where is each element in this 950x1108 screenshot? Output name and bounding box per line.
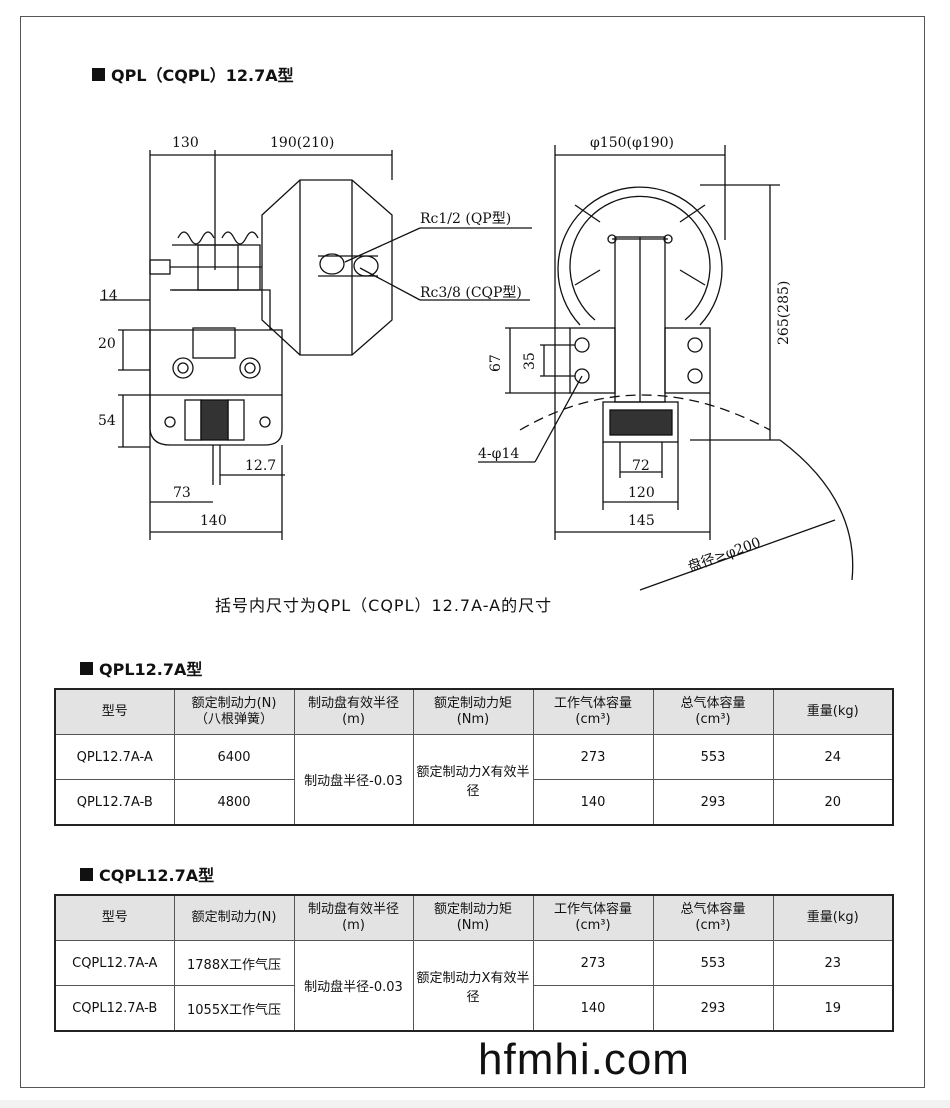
cell-work-gas: 273 xyxy=(532,734,654,780)
square-bullet-icon xyxy=(92,67,105,81)
cell-radius: 制动盘半径-0.03 xyxy=(293,734,414,826)
square-bullet-icon xyxy=(80,661,93,675)
cell-model: CQPL12.7A-A xyxy=(54,940,175,986)
dim-145: 145 xyxy=(628,513,655,529)
header-work-gas: 工作气体容量 (cm³) xyxy=(532,688,654,735)
table-row: CQPL12.7A-A 1788X工作气压 制动盘半径-0.03 额定制动力X有… xyxy=(54,940,894,1032)
cell-model: CQPL12.7A-B xyxy=(54,985,175,1032)
table2-title: CQPL12.7A型 xyxy=(80,862,214,886)
dim-12-7: 12.7 xyxy=(245,458,276,474)
cell-work-gas: 140 xyxy=(532,779,654,826)
drawing-caption: 括号内尺寸为QPL（CQPL）12.7A-A的尺寸 xyxy=(215,596,553,615)
header-radius: 制动盘有效半径 (m) xyxy=(293,688,414,735)
dim-67: 67 xyxy=(488,354,504,372)
table1-title: QPL12.7A型 xyxy=(80,656,202,680)
cell-weight: 24 xyxy=(772,734,894,780)
spec-table-cqpl: 型号 额定制动力(N) 制动盘有效半径 (m) 额定制动力矩 (Nm) 工作气体… xyxy=(54,894,894,1032)
table-header-row: 型号 额定制动力(N) 制动盘有效半径 (m) 额定制动力矩 (Nm) 工作气体… xyxy=(54,894,894,941)
hole-spec: 4-φ14 xyxy=(478,446,519,462)
port-label-rc12: Rc1/2 (QP型) xyxy=(420,211,511,227)
dim-265: 265(285) xyxy=(776,281,792,345)
cell-total-gas: 293 xyxy=(652,985,774,1032)
cell-force: 6400 xyxy=(173,734,295,780)
header-radius: 制动盘有效半径 (m) xyxy=(293,894,414,941)
dim-190: 190(210) xyxy=(270,135,334,151)
square-bullet-icon xyxy=(80,867,93,881)
disc-diameter-label: 盘径≥φ200 xyxy=(686,534,763,576)
dim-20: 20 xyxy=(98,336,116,352)
dim-130: 130 xyxy=(172,135,199,151)
header-total-gas: 总气体容量 (cm³) xyxy=(652,688,774,735)
cell-force: 1055X工作气压 xyxy=(173,985,295,1032)
cell-total-gas: 293 xyxy=(652,779,774,826)
dim-54: 54 xyxy=(98,413,116,429)
cell-total-gas: 553 xyxy=(652,940,774,986)
dim-72: 72 xyxy=(632,458,650,474)
header-model: 型号 xyxy=(54,894,175,941)
dim-35: 35 xyxy=(522,352,538,370)
dim-120: 120 xyxy=(628,485,655,501)
table-row: QPL12.7A-A 6400 制动盘半径-0.03 额定制动力X有效半径 27… xyxy=(54,734,894,826)
header-force: 额定制动力(N) （八根弹簧） xyxy=(173,688,295,735)
header-force: 额定制动力(N) xyxy=(173,894,295,941)
cell-model: QPL12.7A-B xyxy=(54,779,175,826)
bottom-strip xyxy=(0,1100,950,1108)
cell-work-gas: 140 xyxy=(532,985,654,1032)
header-weight: 重量(kg) xyxy=(772,894,894,941)
dim-140: 140 xyxy=(200,513,227,529)
header-torque: 额定制动力矩 (Nm) xyxy=(412,688,534,735)
table-row: CQPL12.7A-B 1055X工作气压 140 293 19 xyxy=(54,985,894,1032)
cell-radius: 制动盘半径-0.03 xyxy=(293,940,414,1032)
table-header-row: 型号 额定制动力(N) （八根弹簧） 制动盘有效半径 (m) 额定制动力矩 (N… xyxy=(54,688,894,735)
port-label-rc38: Rc3/8 (CQP型) xyxy=(420,285,522,301)
cell-total-gas: 553 xyxy=(652,734,774,780)
header-model: 型号 xyxy=(54,688,175,735)
cell-model: QPL12.7A-A xyxy=(54,734,175,780)
table-row: QPL12.7A-B 4800 140 293 20 xyxy=(54,779,894,826)
header-torque: 额定制动力矩 (Nm) xyxy=(412,894,534,941)
header-title: QPL（CQPL）12.7A型 xyxy=(92,62,294,86)
spec-table-qpl: 型号 额定制动力(N) （八根弹簧） 制动盘有效半径 (m) 额定制动力矩 (N… xyxy=(54,688,894,826)
cell-weight: 20 xyxy=(772,779,894,826)
cell-torque: 额定制动力X有效半径 xyxy=(412,940,534,1032)
technical-drawing: 130 190(210) 14 20 54 12.7 73 140 Rc1/2 … xyxy=(98,135,854,591)
header-work-gas: 工作气体容量 (cm³) xyxy=(532,894,654,941)
cell-force: 1788X工作气压 xyxy=(173,940,295,986)
cell-weight: 23 xyxy=(772,940,894,986)
table1-title-text: QPL12.7A型 xyxy=(99,660,203,679)
table2-title-text: CQPL12.7A型 xyxy=(99,866,215,885)
cell-weight: 19 xyxy=(772,985,894,1032)
cell-torque: 额定制动力X有效半径 xyxy=(412,734,534,826)
dim-phi150: φ150(φ190) xyxy=(590,135,674,151)
header-title-text: QPL（CQPL）12.7A型 xyxy=(111,66,294,85)
dim-14: 14 xyxy=(100,288,118,304)
website-watermark: hfmhi.com xyxy=(478,1035,690,1084)
dim-73: 73 xyxy=(173,485,191,501)
page-frame xyxy=(20,16,925,1088)
cell-force: 4800 xyxy=(173,779,295,826)
header-weight: 重量(kg) xyxy=(772,688,894,735)
header-total-gas: 总气体容量 (cm³) xyxy=(652,894,774,941)
cell-work-gas: 273 xyxy=(532,940,654,986)
